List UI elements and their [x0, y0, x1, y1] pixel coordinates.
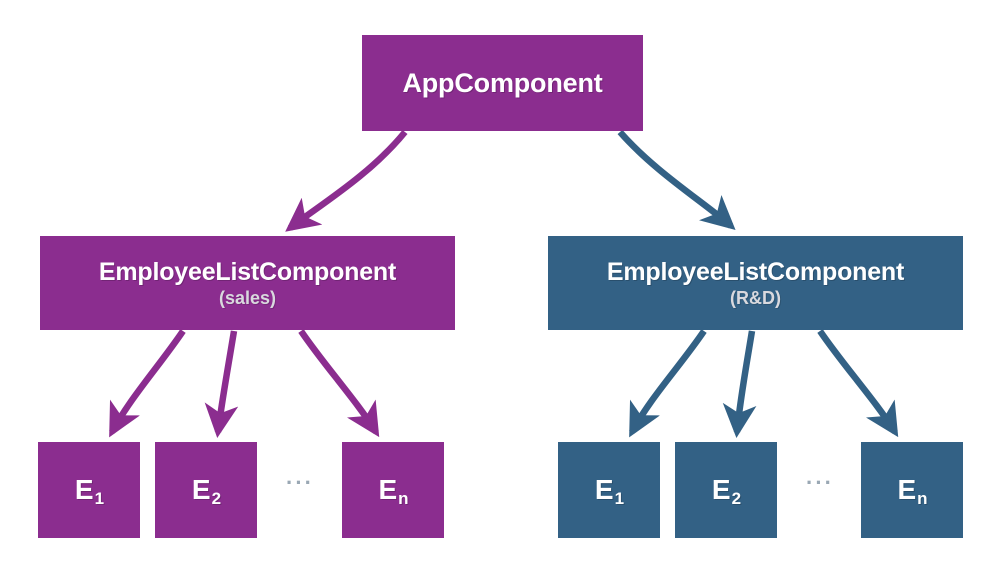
node-employee-list-rnd-subtitle: (R&D): [730, 287, 781, 308]
rnd-leaves-ellipsis: ···: [806, 470, 834, 495]
leaf-base: E: [378, 474, 398, 506]
node-employee-list-sales-subtitle: (sales): [218, 287, 277, 308]
edge-rnd-to-e2: [722, 330, 757, 439]
edge-sales-to-e1: [109, 329, 186, 438]
node-sales-employee-1[interactable]: E1: [38, 442, 140, 538]
leaf-subscript: 2: [731, 489, 742, 509]
leaf-base: E: [191, 474, 211, 506]
node-employee-list-sales-title: EmployeeListComponent: [98, 257, 397, 286]
node-rnd-employee-1[interactable]: E1: [558, 442, 660, 538]
node-sales-employee-2-label: E2: [191, 474, 222, 509]
node-sales-employee-n[interactable]: En: [342, 442, 444, 538]
leaf-base: E: [711, 474, 731, 506]
node-rnd-employee-n[interactable]: En: [861, 442, 963, 538]
leaf-base: E: [897, 474, 917, 506]
leaf-subscript: n: [917, 489, 928, 509]
leaf-base: E: [74, 474, 94, 506]
leaf-subscript: 1: [94, 489, 105, 509]
leaf-subscript: n: [398, 489, 409, 509]
node-employee-list-rnd[interactable]: EmployeeListComponent (R&D): [548, 236, 963, 330]
edge-rnd-to-e1: [629, 329, 707, 438]
edge-sales-to-e2: [204, 330, 239, 439]
node-rnd-employee-1-label: E1: [594, 474, 625, 509]
node-rnd-employee-n-label: En: [897, 474, 928, 509]
edge-app-to-rnd: [617, 129, 736, 231]
edge-sales-to-en: [298, 329, 380, 438]
edge-app-to-sales: [285, 129, 408, 232]
node-app-component-label: AppComponent: [402, 67, 603, 98]
leaf-subscript: 2: [211, 489, 222, 509]
leaf-base: E: [594, 474, 614, 506]
node-rnd-employee-2-label: E2: [711, 474, 742, 509]
node-rnd-employee-2[interactable]: E2: [675, 442, 777, 538]
node-app-component[interactable]: AppComponent: [362, 35, 643, 131]
node-sales-employee-n-label: En: [378, 474, 409, 509]
edge-rnd-to-en: [817, 329, 899, 438]
node-employee-list-sales[interactable]: EmployeeListComponent (sales): [40, 236, 455, 330]
node-sales-employee-2[interactable]: E2: [155, 442, 257, 538]
leaf-subscript: 1: [614, 489, 625, 509]
node-sales-employee-1-label: E1: [74, 474, 105, 509]
sales-leaves-ellipsis: ···: [286, 470, 314, 495]
node-employee-list-rnd-title: EmployeeListComponent: [606, 257, 905, 286]
